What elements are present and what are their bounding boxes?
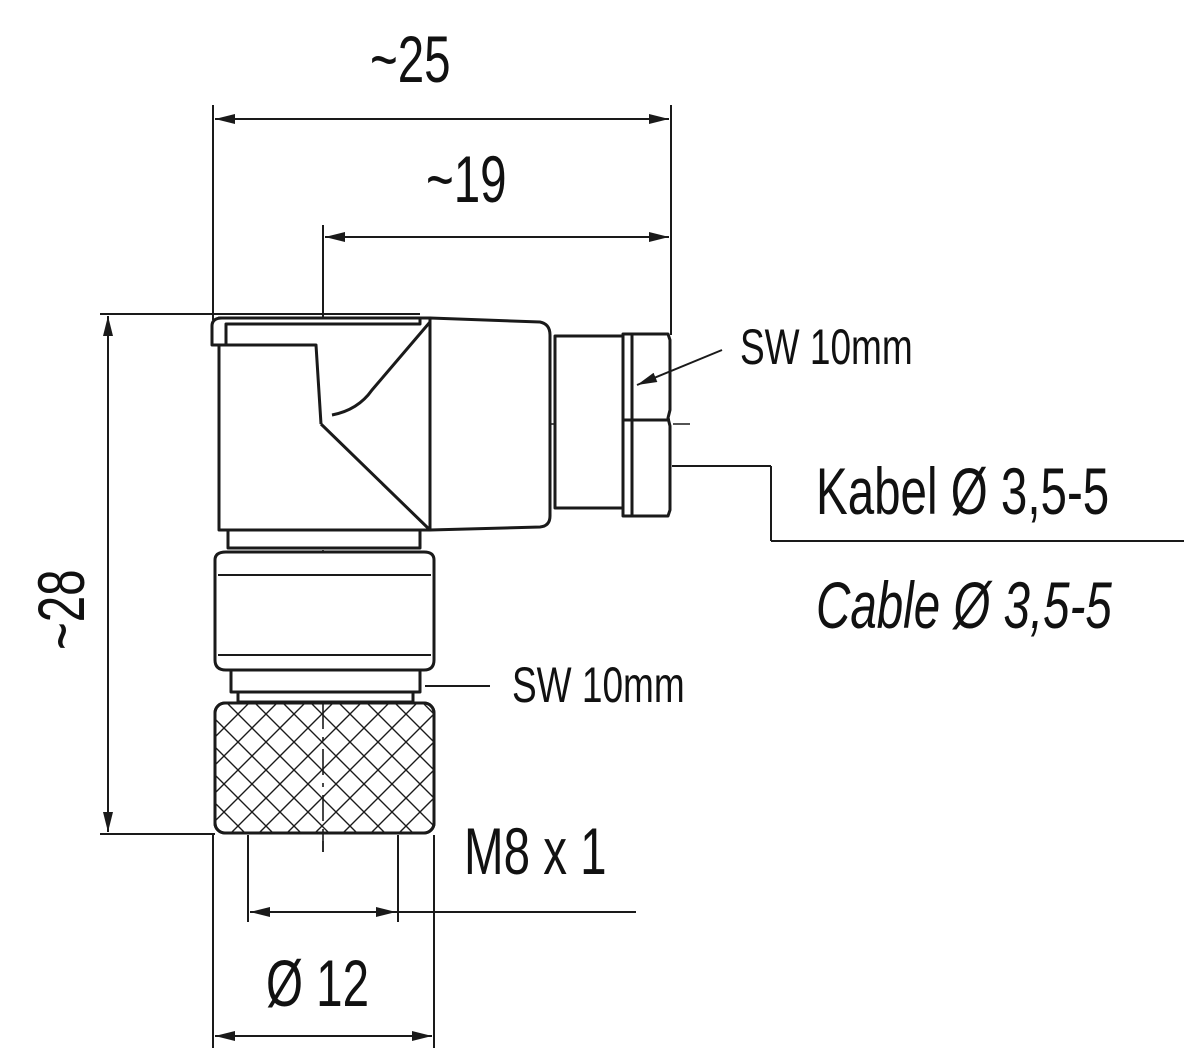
dim-offset-width-label: ~19 (426, 142, 507, 216)
leader-lines (425, 349, 1184, 687)
cable-label-de: Kabel Ø 3,5-5 (816, 454, 1110, 528)
dim-overall-height-label: ~28 (24, 569, 98, 650)
strain-relief (428, 316, 552, 532)
dim-thread-label: M8 x 1 (464, 814, 607, 888)
cable-label-en: Cable Ø 3,5-5 (816, 568, 1112, 642)
dim-nut-diameter-label: Ø 12 (266, 946, 370, 1020)
callout-coupling-sw: SW 10mm (512, 657, 685, 713)
dimension-lines (103, 114, 669, 1041)
extension-lines (100, 105, 672, 1048)
dim-overall-width-label: ~25 (370, 22, 451, 96)
cable-gland (553, 334, 629, 510)
cable-nut (621, 332, 672, 518)
callout-cable-nut-sw: SW 10mm (740, 319, 913, 375)
coupling-body (213, 550, 436, 672)
